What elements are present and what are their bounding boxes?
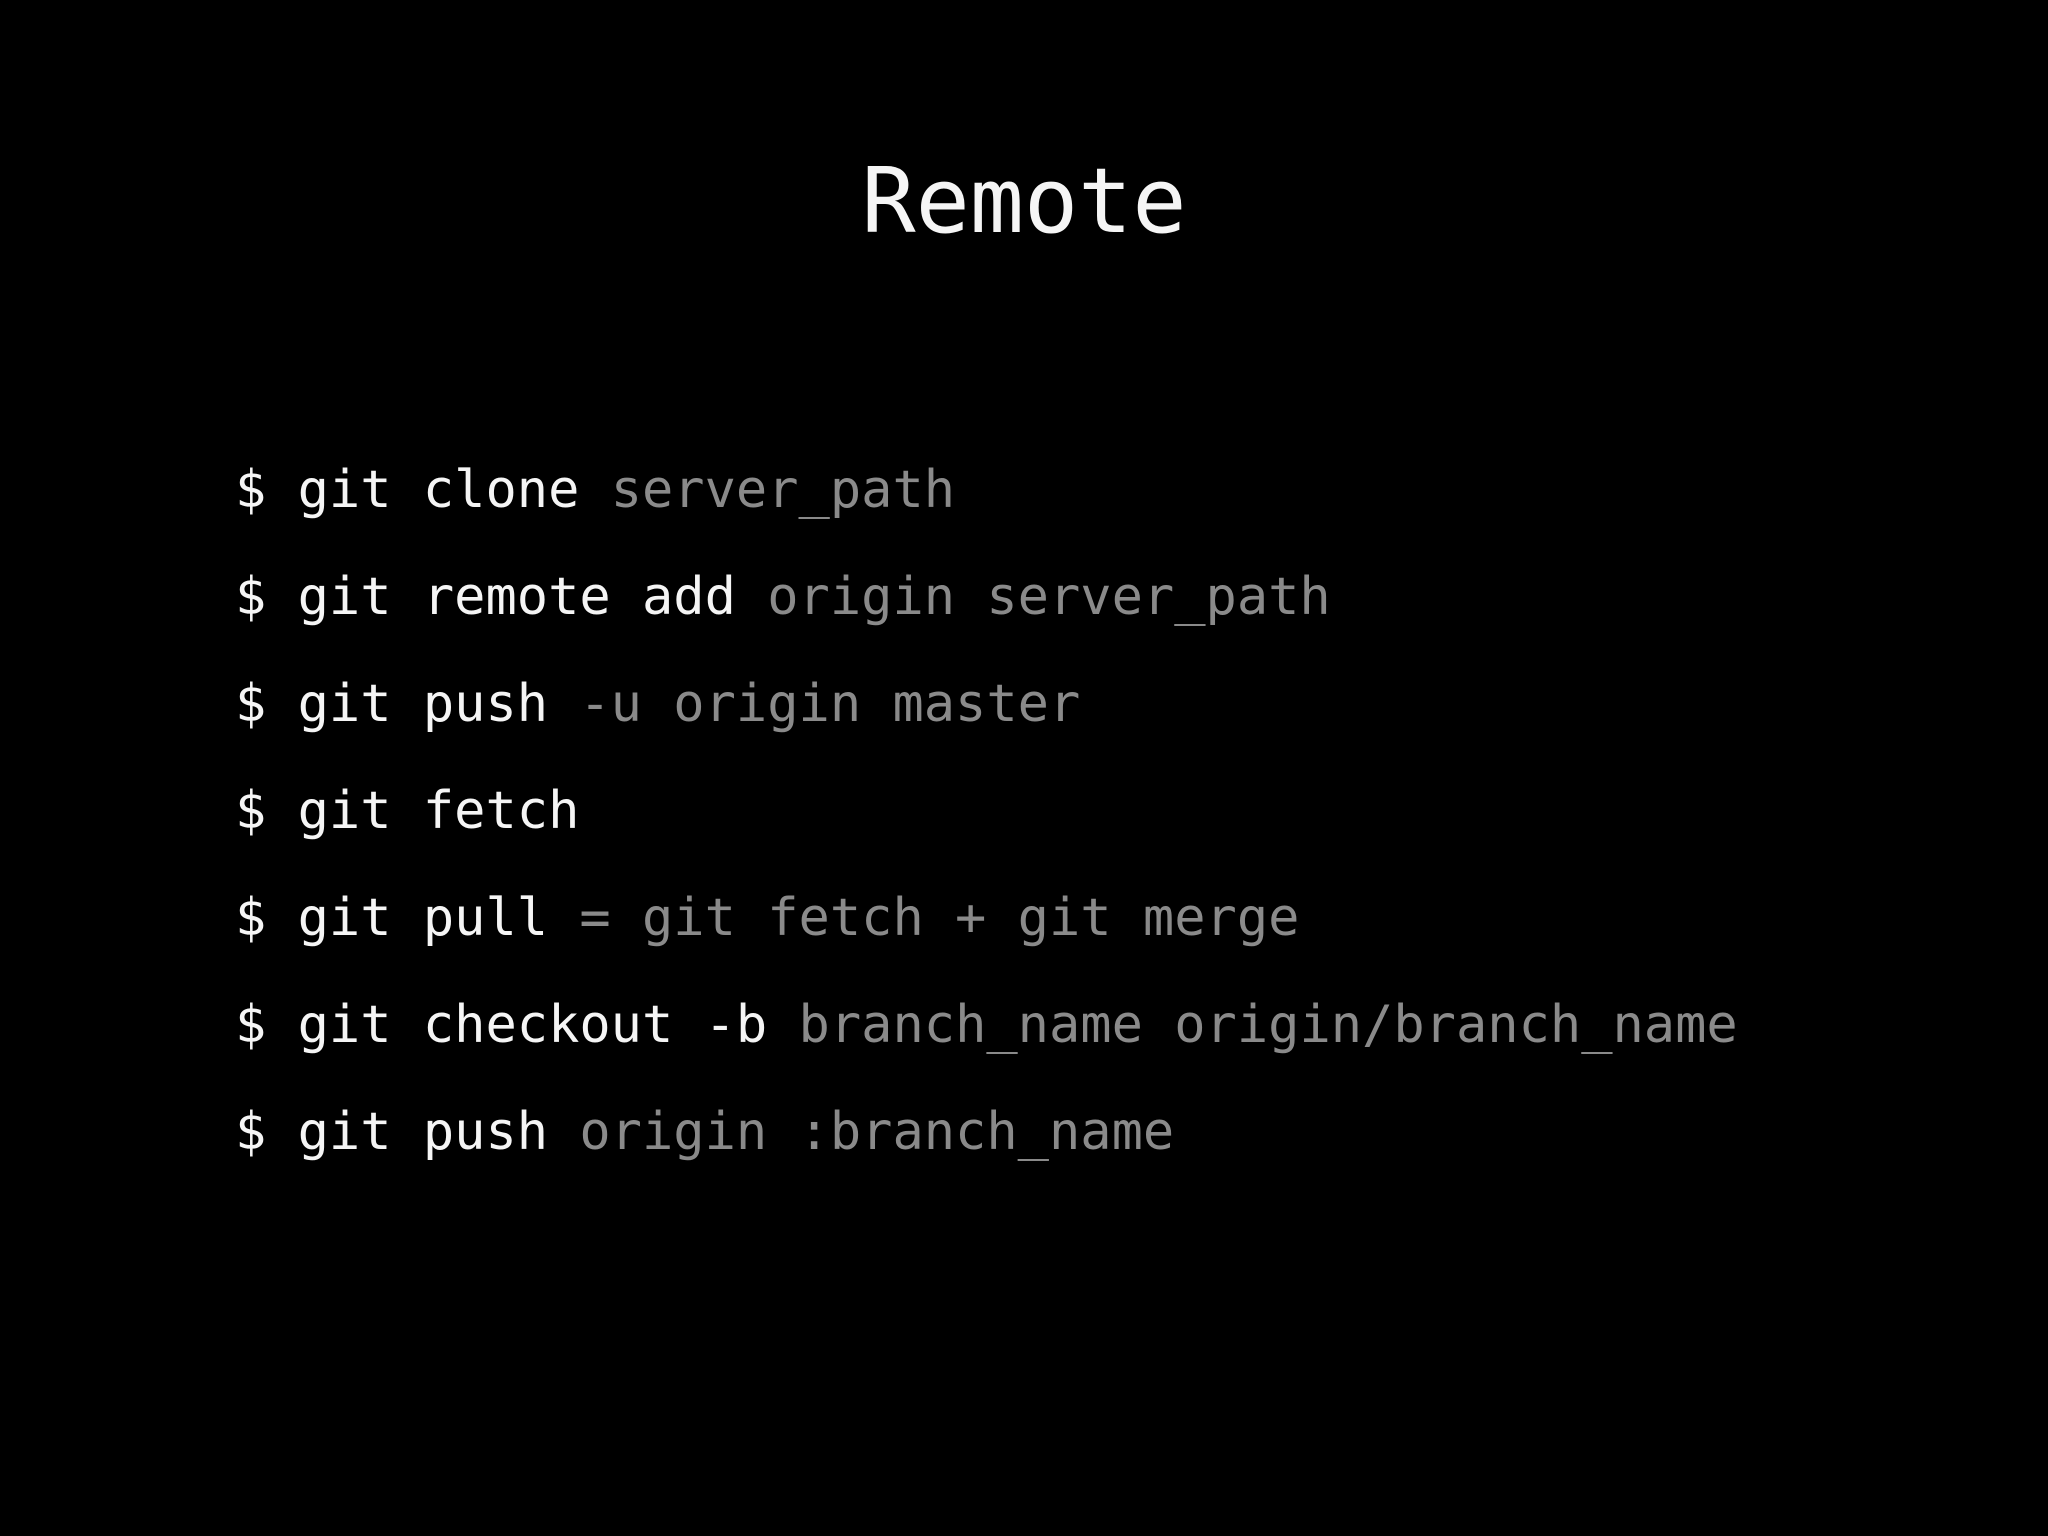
command-segment-dim: origin :branch_name: [579, 1102, 1175, 1162]
command-line: $ git push -u origin master: [235, 651, 1935, 758]
command-line: $ git clone server_path: [235, 437, 1935, 544]
command-list: $ git clone server_path$ git remote add …: [235, 437, 1935, 1186]
command-line: $ git remote add origin server_path: [235, 544, 1935, 651]
command-segment-bright: $ git pull: [235, 888, 580, 948]
command-segment-bright: $ git remote add: [235, 567, 768, 627]
command-segment-dim: = git fetch + git merge: [579, 888, 1300, 948]
command-segment-bright: $ git push: [235, 674, 580, 734]
command-segment-dim: origin server_path: [767, 567, 1331, 627]
slide-title: Remote: [861, 149, 1187, 254]
command-line: $ git pull = git fetch + git merge: [235, 865, 1935, 972]
command-line: $ git fetch: [235, 758, 1935, 865]
command-segment-dim: server_path: [610, 460, 956, 520]
command-segment-bright: $ git checkout -b: [235, 995, 799, 1055]
command-line: $ git push origin :branch_name: [235, 1079, 1935, 1186]
command-segment-dim: branch_name origin/branch_name: [798, 995, 1738, 1055]
command-segment-bright: $ git clone: [235, 460, 611, 520]
command-segment-bright: $ git fetch: [235, 781, 580, 841]
command-segment-bright: $ git push: [235, 1102, 580, 1162]
command-segment-dim: -u origin master: [579, 674, 1081, 734]
command-line: $ git checkout -b branch_name origin/bra…: [235, 972, 1935, 1079]
